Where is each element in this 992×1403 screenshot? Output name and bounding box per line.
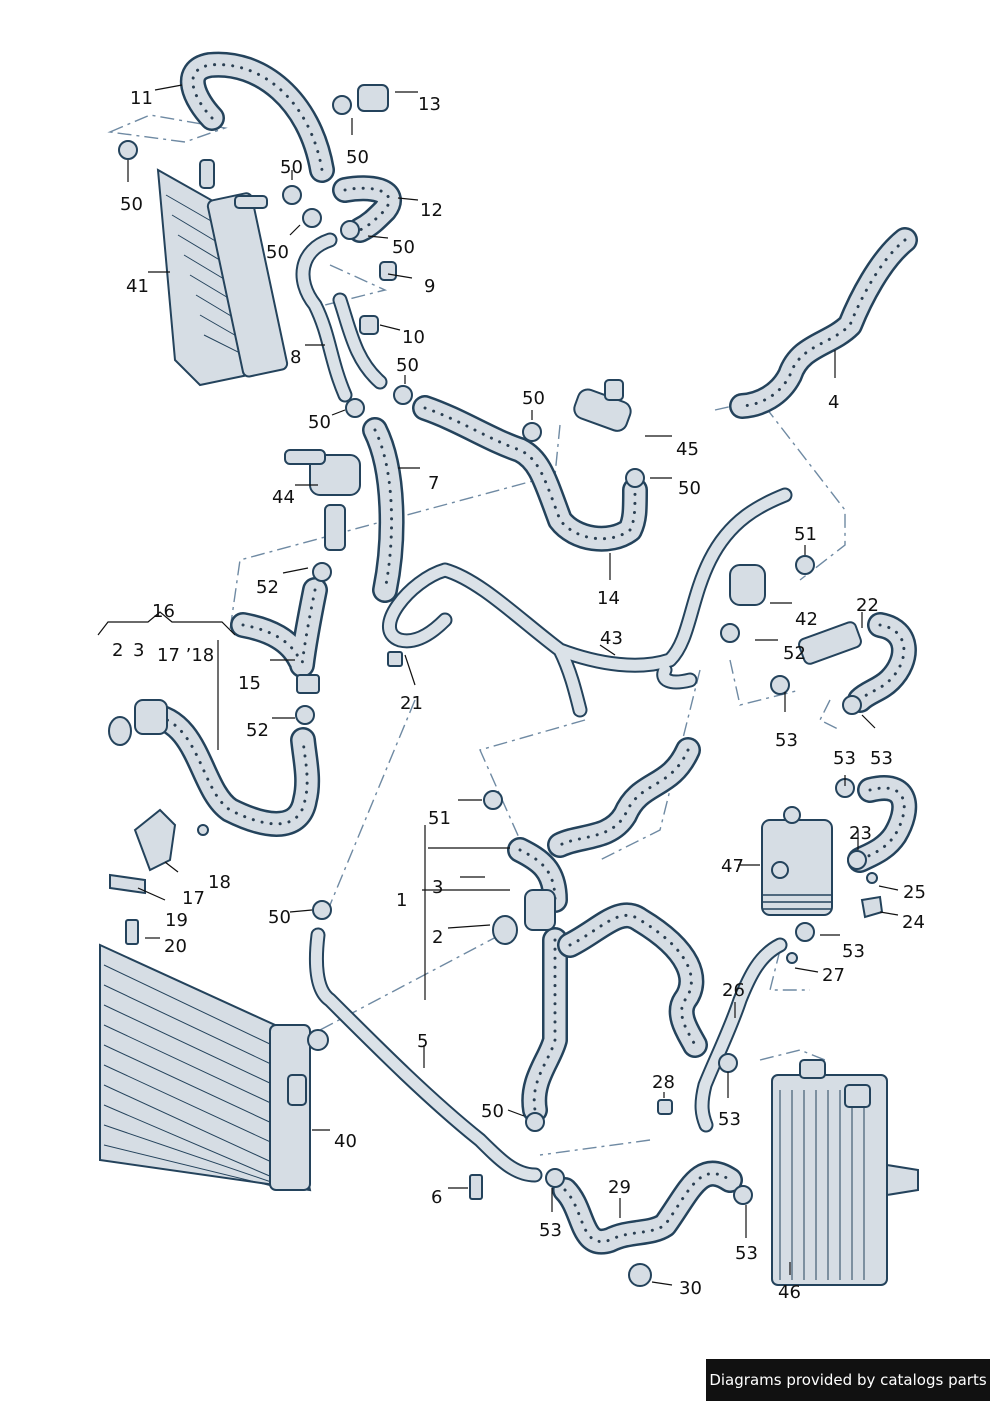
label-53: 53 [842,941,865,962]
callout-labels: 11 13 50 50 50 12 50 50 9 41 10 8 50 4 5… [112,88,926,1303]
oil-cooler-47 [761,806,833,916]
label-17: 17 [182,888,205,909]
cap-13 [357,84,389,112]
label-29: 29 [608,1177,631,1198]
label-4: 4 [828,392,839,413]
label-53: 53 [775,730,798,751]
label-42: 42 [795,609,818,630]
radiator-40 [99,943,329,1192]
label-53: 53 [870,748,893,769]
label-21: 21 [400,693,423,714]
label-6: 6 [431,1187,442,1208]
label-15: 15 [238,673,261,694]
label-41: 41 [126,276,149,297]
label-51: 51 [794,524,817,545]
label-2: 2 [112,640,123,661]
label-53: 53 [735,1243,758,1264]
label-20: 20 [164,936,187,957]
label-50: 50 [522,388,545,409]
flange-16 [134,699,168,735]
label-40: 40 [334,1131,357,1152]
label-50: 50 [346,147,369,168]
label-18: 18 [208,872,231,893]
label-50: 50 [481,1101,504,1122]
label-51: 51 [428,808,451,829]
label-7: 7 [428,473,439,494]
label-3: 3 [432,877,443,898]
label-11: 11 [130,88,153,109]
label-12: 12 [420,200,443,221]
label-50: 50 [280,157,303,178]
label-23: 23 [849,823,872,844]
label-45: 45 [676,439,699,460]
label-14: 14 [597,588,620,609]
pump-44 [309,454,361,496]
label-50: 50 [268,907,291,928]
label-50: 50 [266,242,289,263]
label-27: 27 [822,965,845,986]
label-44: 44 [272,487,295,508]
label-22: 22 [856,595,879,616]
label-26: 26 [722,980,745,1001]
label-52: 52 [256,577,279,598]
thermostat-42 [729,564,766,606]
label-46: 46 [778,1282,801,1303]
label-17-18: 17 ’18 [157,645,214,666]
label-50: 50 [392,237,415,258]
label-19: 19 [165,910,188,931]
label-43: 43 [600,628,623,649]
rigid-pipes [295,232,793,1183]
label-24: 24 [902,912,925,933]
label-50: 50 [120,194,143,215]
footer-credit: Diagrams provided by catalogs parts [706,1359,990,1401]
label-50: 50 [396,355,419,376]
label-52: 52 [783,643,806,664]
leader-lines [97,84,899,1286]
bracket-19 [109,873,146,895]
label-1: 1 [396,890,407,911]
label-9: 9 [424,276,435,297]
radiator-41 [156,159,289,387]
label-3: 3 [133,640,144,661]
label-50: 50 [308,412,331,433]
label-53: 53 [539,1220,562,1241]
label-50: 50 [678,478,701,499]
label-2: 2 [432,927,443,948]
label-30: 30 [679,1278,702,1299]
label-52: 52 [246,720,269,741]
label-16: 16 [152,601,175,622]
components [108,84,884,1287]
hose-clamps [118,95,867,1205]
label-28: 28 [652,1072,675,1093]
radiator-46 [771,1059,919,1286]
bracket-17 [133,808,177,872]
label-53: 53 [718,1109,741,1130]
label-47: 47 [721,856,744,877]
footer-credit-text: Diagrams provided by catalogs parts [709,1371,987,1389]
pump-45 [573,388,632,432]
hoses [137,51,918,1255]
label-13: 13 [418,94,441,115]
label-8: 8 [290,347,301,368]
label-10: 10 [402,327,425,348]
sensor-22 [798,621,862,665]
label-5: 5 [417,1031,428,1052]
label-53: 53 [833,748,856,769]
label-25: 25 [903,882,926,903]
